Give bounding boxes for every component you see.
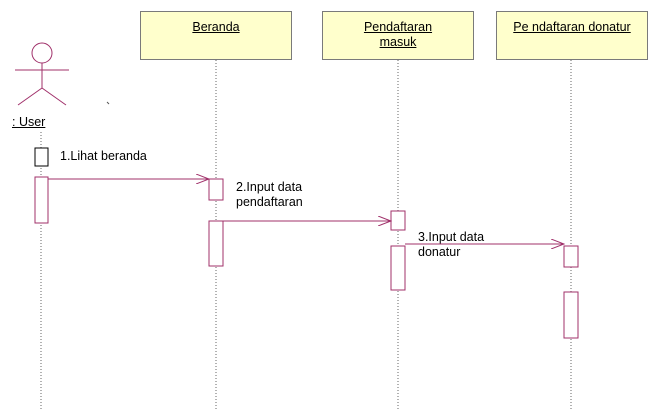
activation-donatur-2 <box>563 291 579 339</box>
message-label-1-line-1: 1.Lihat beranda <box>60 149 147 163</box>
object-pendaftaran-donatur-label-line-1: Pe ndaftaran donatur <box>513 20 631 34</box>
message-label-1: 1.Lihat beranda <box>60 149 147 164</box>
actor-stick-figure <box>15 42 69 106</box>
messages <box>48 179 564 244</box>
activation-beranda-1 <box>208 178 224 201</box>
actor-label: : User <box>12 115 46 129</box>
object-pendaftaran-masuk-label-line-1: Pendaftaran <box>363 20 433 34</box>
object-beranda-label: Beranda <box>141 20 291 35</box>
object-pendaftaran-donatur: Pe ndaftaran donatur <box>496 11 648 60</box>
object-beranda: Beranda <box>140 11 292 60</box>
object-pendaftaran-donatur-label: Pe ndaftaran donatur <box>497 20 647 35</box>
object-beranda-label-line-1: Beranda <box>192 20 240 34</box>
activation-masuk-1 <box>390 210 406 231</box>
message-label-3: 3.Input data donatur <box>418 230 484 260</box>
activation-user-2 <box>34 176 49 224</box>
object-pendaftaran-masuk-label: Pendaftaran masuk <box>323 20 473 50</box>
message-label-2: 2.Input data pendaftaran <box>236 180 303 210</box>
message-label-2-line-1: 2.Input data <box>236 180 303 194</box>
message-label-3-line-1: 3.Input data <box>418 230 485 244</box>
activation-masuk-2 <box>390 245 406 291</box>
activation-donatur-1 <box>563 245 579 268</box>
message-label-3-line-2: donatur <box>418 245 461 259</box>
stray-mark <box>106 101 110 105</box>
activations <box>34 147 579 339</box>
activation-user-1 <box>34 147 49 167</box>
activation-beranda-2 <box>208 220 224 267</box>
object-pendaftaran-masuk: Pendaftaran masuk <box>322 11 474 60</box>
object-pendaftaran-masuk-label-line-2: masuk <box>379 35 417 49</box>
message-label-2-line-2: pendaftaran <box>236 195 303 209</box>
lifelines <box>40 60 572 410</box>
